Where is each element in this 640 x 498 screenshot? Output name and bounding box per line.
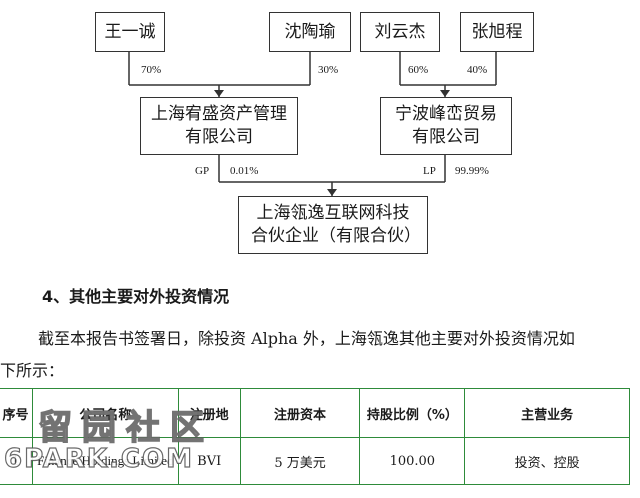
cell-registered-capital: 5 万美元 <box>239 437 361 485</box>
pct-label-shen: 30% <box>318 64 339 76</box>
lp-label: LP <box>423 165 436 177</box>
cell-shareholding-ratio: 100.00 <box>359 437 466 485</box>
pct-label-zhang: 40% <box>467 64 488 76</box>
shareholder-box-liu: 刘云杰 <box>360 12 440 52</box>
shareholder-box-wang: 王一诚 <box>95 12 165 52</box>
company-box-yousheng: 上海宥盛资产管理有限公司 <box>140 97 298 155</box>
header-registered-capital: 注册资本 <box>239 388 361 438</box>
cell-index: 1 <box>0 437 33 485</box>
paragraph-line-2: 下所示： <box>0 361 65 380</box>
company-box-fengluan: 宁波峰峦贸易有限公司 <box>380 97 512 155</box>
cell-registered-place: BVI <box>177 437 241 485</box>
pct-label-liu: 60% <box>408 64 429 76</box>
lp-pct-label: 99.99% <box>455 165 489 177</box>
gp-label: GP <box>195 165 210 177</box>
table-header-row: 序号 公司名称 注册地 注册资本 持股比例（%） 主营业务 <box>0 388 630 438</box>
pct-label-wang: 70% <box>141 64 162 76</box>
header-main-business: 主营业务 <box>464 388 630 438</box>
paragraph-line-1: 截至本报告书签署日，除投资 Alpha 外，上海瓴逸其他主要对外投资情况如 <box>38 329 575 348</box>
gp-pct-label: 0.01% <box>230 165 259 177</box>
header-shareholding-ratio: 持股比例（%） <box>359 388 466 438</box>
cell-company-name: Finance Holdings Limited <box>31 437 179 485</box>
cell-main-business: 投资、控股 <box>464 437 630 485</box>
partnership-box: 上海瓴逸互联网科技合伙企业（有限合伙） <box>238 196 428 254</box>
table-row: 1 Finance Holdings Limited BVI 5 万美元 100… <box>0 437 630 485</box>
header-index: 序号 <box>0 388 33 438</box>
shareholder-box-zhang: 张旭程 <box>460 12 534 52</box>
header-company-name: 公司名称 <box>31 388 179 438</box>
section-heading: 4、其他主要对外投资情况 <box>42 287 230 306</box>
shareholder-box-shen: 沈陶瑜 <box>269 12 351 52</box>
investment-table: 序号 公司名称 注册地 注册资本 持股比例（%） 主营业务 1 Finance … <box>0 388 630 485</box>
header-registered-place: 注册地 <box>177 388 241 438</box>
